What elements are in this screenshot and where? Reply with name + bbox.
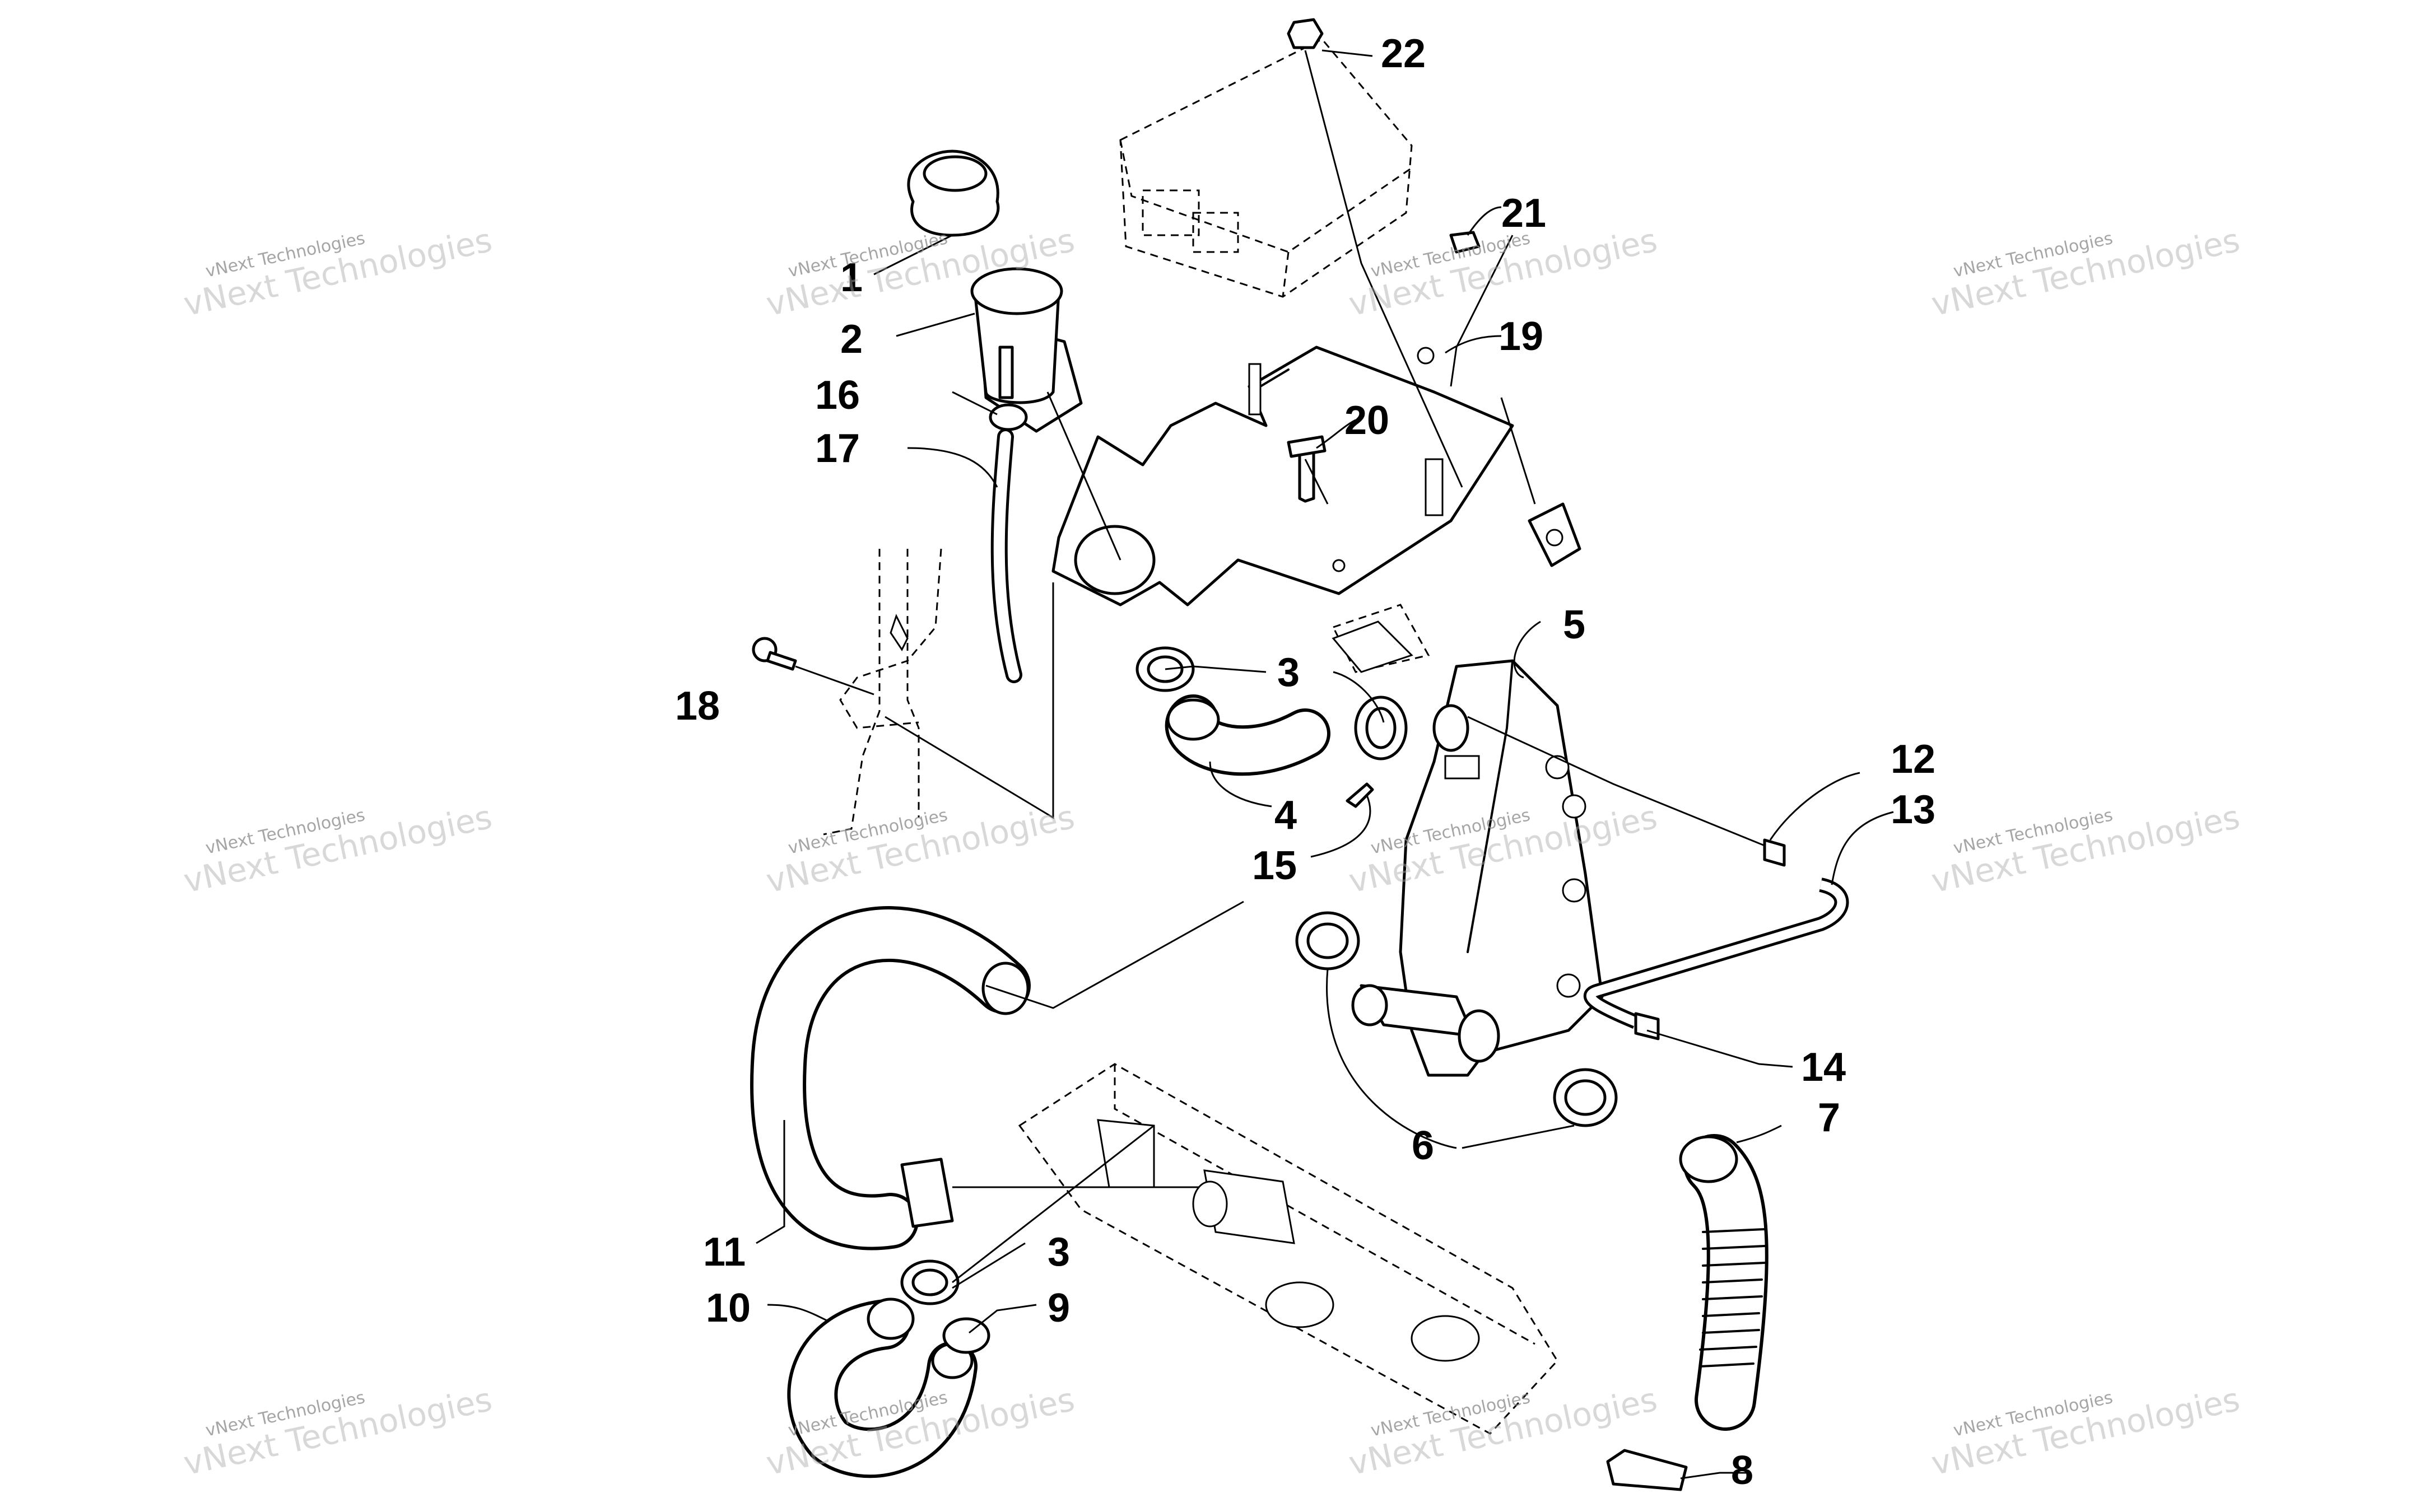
leader-lines	[756, 49, 1894, 1480]
watermark-r1c1: vNext Technologies vNext Technologies	[180, 221, 495, 324]
watermark-r3c4: vNext Technologies vNext Technologies	[1928, 1380, 2243, 1483]
watermark-r1c4: vNext Technologies vNext Technologies	[1928, 221, 2243, 324]
callout-22: 22	[1381, 31, 1426, 76]
watermarks: vNext Technologies vNext Technologies vN…	[180, 221, 2243, 1483]
radiator-cap	[907, 150, 1000, 237]
callout-18: 18	[675, 684, 720, 729]
callout-4: 4	[1274, 793, 1297, 838]
hose-clamp-mid	[1354, 696, 1408, 760]
callout-6: 6	[1412, 1123, 1434, 1168]
callout-9: 9	[1048, 1286, 1070, 1331]
watermark-r2c2: vNext Technologies vNext Technologies	[763, 798, 1078, 900]
engine-phantom	[1018, 1063, 1558, 1435]
hose-4	[1165, 694, 1330, 776]
hose-clamp-8	[1606, 1449, 1688, 1491]
callout-12: 12	[1891, 737, 1935, 782]
callout-16: 16	[815, 373, 860, 418]
filler-neck	[970, 267, 1083, 433]
hose-clamp-9	[942, 1317, 990, 1354]
hose-clamp-11	[900, 1158, 954, 1228]
callout-3-lower: 3	[1048, 1230, 1070, 1275]
mounting-bracket	[1051, 346, 1514, 606]
callout-17: 17	[815, 426, 860, 471]
bolt-18	[752, 637, 797, 671]
callout-15: 15	[1252, 843, 1297, 888]
hose-clamp-6a	[1295, 911, 1360, 970]
bolt-20	[1287, 435, 1327, 503]
watermark-r2c4: vNext Technologies vNext Technologies	[1928, 798, 2243, 900]
hose-11	[750, 906, 1031, 1250]
screw-15	[1346, 782, 1374, 808]
callout-8: 8	[1731, 1448, 1753, 1493]
callout-20: 20	[1344, 398, 1389, 443]
callout-19: 19	[1498, 314, 1543, 359]
callout-10: 10	[706, 1286, 751, 1331]
hose-clamp-6b	[1553, 1068, 1618, 1127]
callout-1: 1	[840, 255, 863, 300]
hose-clamp-lower	[900, 1259, 960, 1305]
callout-21: 21	[1501, 191, 1546, 236]
vent-tube	[990, 428, 1022, 683]
nut-22	[1287, 18, 1324, 49]
bypass-tube	[1584, 838, 1849, 1040]
callout-11: 11	[703, 1230, 746, 1275]
callout-2: 2	[840, 317, 863, 362]
bolt-21	[1449, 231, 1481, 254]
frame-phantom	[823, 548, 942, 836]
callout-7: 7	[1818, 1095, 1840, 1140]
callout-13: 13	[1891, 787, 1935, 832]
watermark-r2c1: vNext Technologies vNext Technologies	[180, 798, 495, 900]
hose-7	[1679, 1134, 1769, 1431]
callout-14: 14	[1801, 1045, 1846, 1090]
pad-phantom	[1332, 604, 1430, 673]
rubber-grommet	[1528, 502, 1581, 567]
hose-10	[787, 1298, 978, 1478]
hose-clamp-small	[989, 403, 1028, 431]
callout-labels: 1 2 3 3 4 5 6 7 8 9 10 11 12 13 14 15 16…	[675, 31, 1935, 1493]
callout-5: 5	[1563, 603, 1585, 647]
thermostat-housing	[1351, 659, 1604, 1077]
callout-3-upper: 3	[1277, 650, 1300, 695]
control-module-phantom	[1119, 38, 1413, 298]
watermark-r3c1: vNext Technologies vNext Technologies	[180, 1380, 495, 1483]
